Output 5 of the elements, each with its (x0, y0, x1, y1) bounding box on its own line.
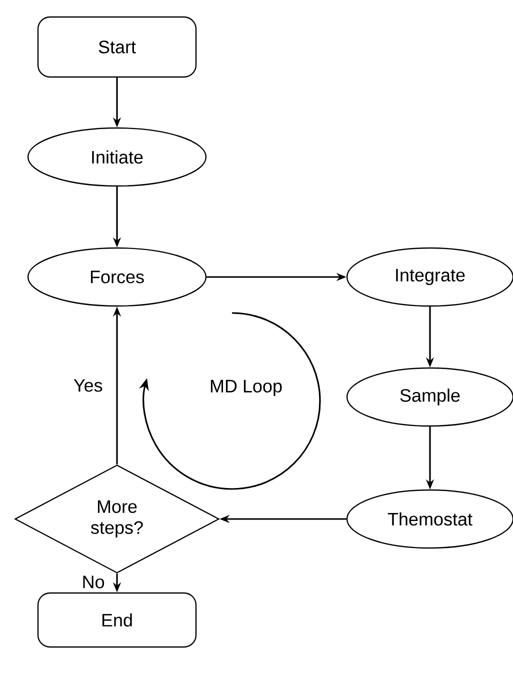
edge-label: No (80, 574, 107, 590)
loop-label: MD Loop (210, 380, 282, 396)
edge-label: Yes (71, 377, 105, 394)
terminal-box: Start (37, 16, 197, 78)
terminal-box: End (37, 592, 197, 648)
